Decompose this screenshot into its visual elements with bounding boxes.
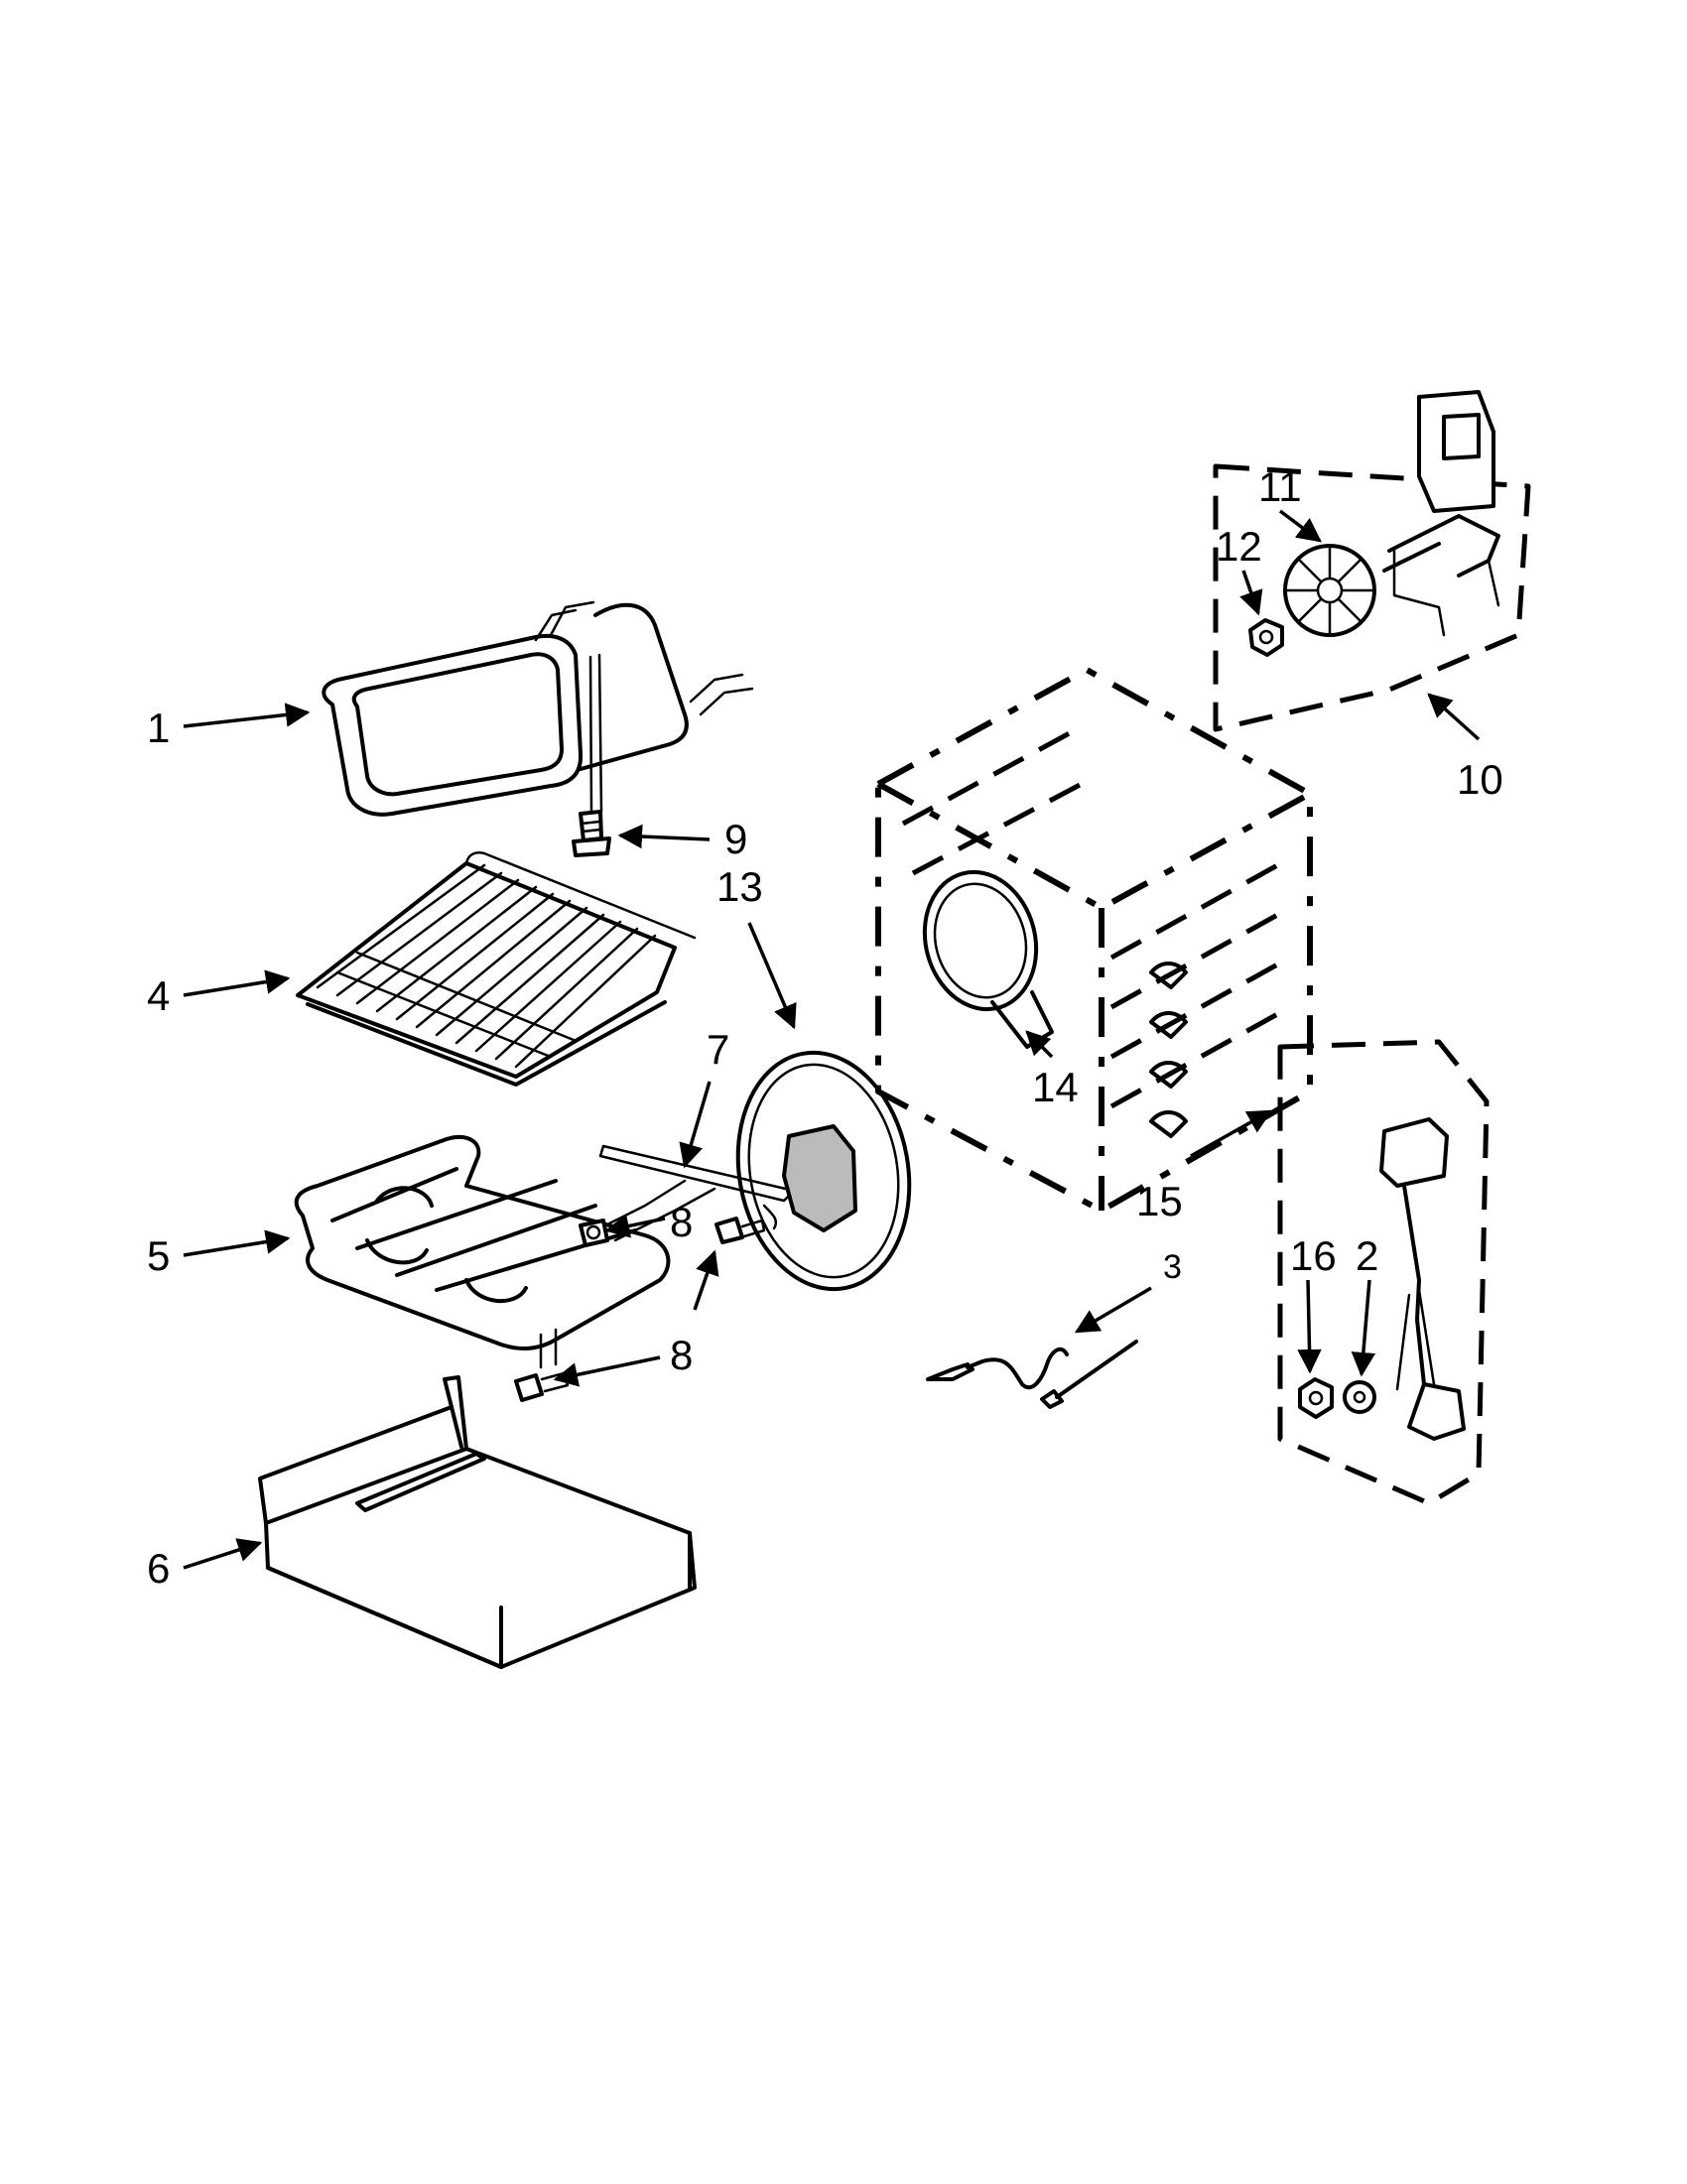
leader-8b (693, 1249, 719, 1311)
callout-labels: 1 9 13 4 7 8 5 8 6 11 12 10 14 15 3 16 2 (147, 463, 1503, 1592)
part-9-screw (572, 810, 611, 857)
callout-3: 3 (1163, 1248, 1182, 1286)
leader-3 (1074, 1286, 1152, 1334)
leader-5 (183, 1229, 291, 1257)
callout-16: 16 (1290, 1232, 1337, 1279)
oven-cavity (875, 667, 1313, 1214)
part-1-bake-element (322, 600, 754, 817)
callout-13: 13 (716, 863, 763, 910)
leader-11 (1278, 509, 1322, 543)
part-8-screw-c (514, 1371, 570, 1402)
leader-4 (183, 969, 291, 997)
leader-10 (1427, 693, 1481, 741)
callout-15: 15 (1136, 1178, 1183, 1224)
callout-8b: 8 (670, 1332, 693, 1378)
leader-7 (679, 1081, 712, 1169)
leader-lines (183, 509, 1481, 1570)
part-15-door-latch-assembly (1277, 1039, 1490, 1506)
part-16-nut (1298, 1377, 1334, 1419)
callout-2: 2 (1356, 1232, 1378, 1279)
callout-9: 9 (724, 816, 747, 862)
leader-9 (617, 824, 711, 849)
callout-10: 10 (1457, 756, 1503, 803)
part-3-meat-probe (926, 1340, 1138, 1409)
part-10-fan-motor-assembly (1213, 390, 1531, 732)
leader-2 (1351, 1279, 1376, 1377)
callout-7: 7 (707, 1026, 729, 1073)
callout-11: 11 (1258, 463, 1302, 510)
part-5-broil-element (294, 1135, 796, 1369)
leader-1 (183, 703, 311, 728)
rack-wires (316, 863, 657, 1069)
callout-14: 14 (1032, 1064, 1079, 1110)
rack-supports (1149, 962, 1188, 1138)
leader-15 (1190, 1109, 1273, 1158)
leader-14 (1025, 1030, 1054, 1059)
leader-8c (553, 1355, 661, 1387)
callout-5: 5 (147, 1232, 170, 1279)
part-12-nut (1248, 618, 1284, 657)
callout-12: 12 (1216, 523, 1262, 570)
convection-motor (1382, 390, 1500, 637)
callout-1: 1 (147, 705, 170, 751)
part-6-bottom-panel (258, 1375, 697, 1669)
callout-4: 4 (147, 972, 170, 1019)
leader-8a (604, 1214, 666, 1238)
part-2-lock-washer (1343, 1380, 1376, 1414)
part-8-screw-a (579, 1219, 609, 1247)
leader-12 (1239, 570, 1263, 616)
leader-6 (183, 1538, 263, 1570)
leader-16 (1297, 1279, 1322, 1374)
leader-13 (747, 922, 797, 1030)
part-11-fan-blade (1283, 544, 1376, 637)
part-13-fan-cover (735, 1050, 912, 1292)
part-4-oven-rack (296, 851, 697, 1087)
latch-body (1379, 1117, 1466, 1441)
callout-8a: 8 (670, 1199, 693, 1245)
callout-6: 6 (147, 1545, 170, 1592)
